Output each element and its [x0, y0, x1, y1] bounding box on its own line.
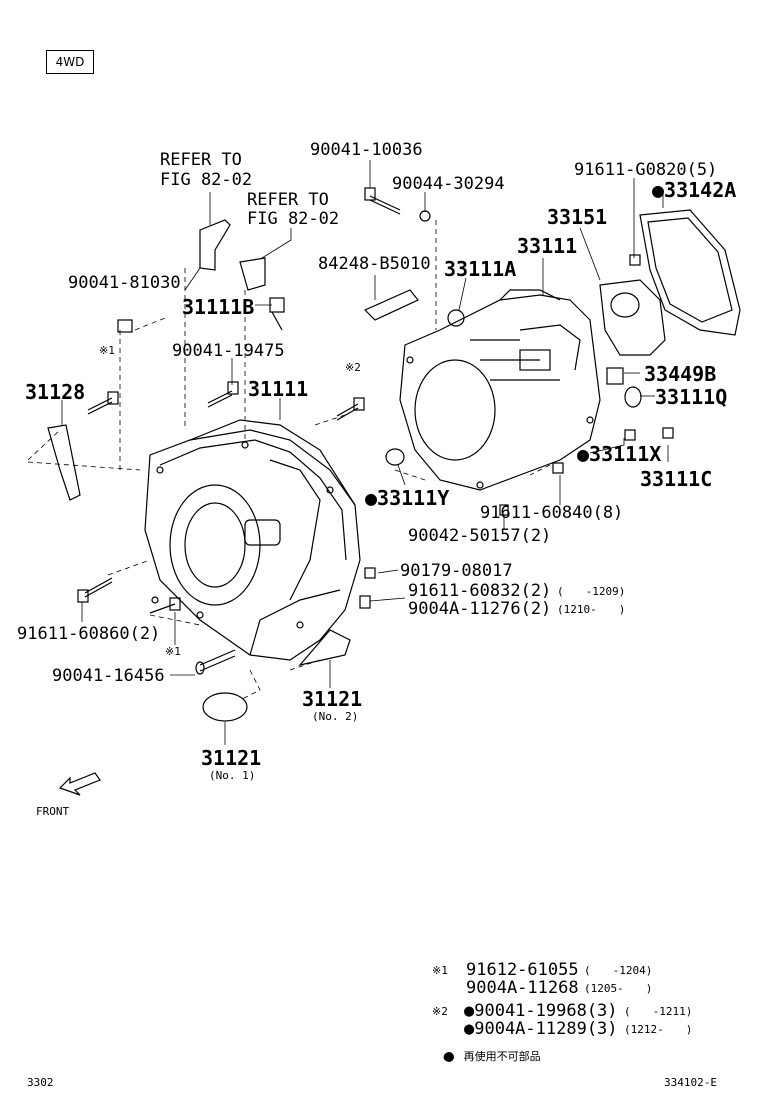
part-9004a-11276-range: (1210- ) [557, 603, 626, 616]
part-90041-19475[interactable]: 90041-19475 [172, 341, 285, 361]
gasket-33142a [639, 209, 741, 336]
part-90041-16456[interactable]: 90041-16456 [52, 666, 165, 686]
front-arrow-icon [58, 772, 101, 796]
part-31121-no1-sub: (No. 1) [209, 769, 256, 782]
note-mark-1b: ※1 [165, 645, 181, 658]
part-33111y[interactable]: ●33111Y [365, 486, 450, 510]
part-91611-60832[interactable]: 91611-60832(2) [408, 581, 552, 601]
figure-code: 334102-E [664, 1076, 717, 1089]
part-90041-10036[interactable]: 90041-10036 [310, 140, 423, 160]
legend-n2-part2[interactable]: ●9004A-11289(3) [464, 1019, 618, 1039]
note-mark-1: ※1 [99, 344, 115, 357]
legend-n2-range1: ( -1211) [624, 1005, 693, 1018]
bullet-icon [444, 1052, 454, 1062]
part-91611-60840[interactable]: 91611-60840(8) [480, 503, 624, 523]
legend-n2-range2: (1212- ) [624, 1023, 693, 1036]
bolts [77, 187, 674, 675]
part-90179-08017[interactable]: 90179-08017 [400, 561, 513, 581]
ref1-line2: FIG 82-02 [160, 170, 253, 190]
legend-bullet-note: ● 再使用不可部品 [443, 1050, 541, 1063]
variant-badge: 4WD [46, 50, 94, 74]
part-31128[interactable]: 31128 [25, 380, 86, 404]
legend-mark-2: ※2 [432, 1005, 448, 1018]
ref-bracket-2 [239, 257, 266, 291]
part-91611-60832-range: ( -1209) [557, 585, 626, 598]
ref2-line1: REFER TO [247, 190, 329, 210]
note-mark-2: ※2 [345, 361, 361, 374]
part-33111c[interactable]: 33111C [640, 467, 713, 491]
legend-mark-1: ※1 [432, 964, 448, 977]
front-label: FRONT [36, 805, 70, 818]
plate-33449b [606, 367, 624, 385]
part-90041-81030[interactable]: 90041-81030 [68, 273, 181, 293]
part-33142a[interactable]: ●33142A [652, 178, 737, 202]
part-33151[interactable]: 33151 [547, 205, 608, 229]
legend-n1-range2: (1205- ) [584, 982, 653, 995]
switch-84248-b5010 [363, 289, 419, 321]
seal-33111y [385, 448, 405, 466]
part-91611-60860[interactable]: 91611-60860(2) [17, 624, 161, 644]
part-90044-30294[interactable]: 90044-30294 [392, 174, 505, 194]
part-33111[interactable]: 33111 [517, 234, 578, 258]
part-31121-no2-sub: (No. 2) [312, 710, 359, 723]
page-code: 3302 [27, 1076, 54, 1089]
part-33111x[interactable]: ●33111X [577, 442, 662, 466]
plate-33151 [599, 279, 666, 356]
part-31111b[interactable]: 31111B [182, 295, 255, 319]
legend-n1-part1[interactable]: 91612-61055 [466, 960, 579, 980]
transmission-case-33111 [399, 289, 601, 491]
part-31121-no2[interactable]: 31121 [302, 687, 363, 711]
legend-n1-part2[interactable]: 9004A-11268 [466, 978, 579, 998]
ref1-line1: REFER TO [160, 150, 242, 170]
seal-33111q [624, 386, 642, 408]
bell-housing-31111 [144, 419, 361, 661]
part-90042-50157[interactable]: 90042-50157(2) [408, 526, 552, 546]
part-33111a[interactable]: 33111A [444, 257, 517, 281]
part-31111[interactable]: 31111 [248, 377, 309, 401]
legend-n1-range1: ( -1204) [584, 964, 653, 977]
part-91611-g0820[interactable]: 91611-G0820(5) [574, 160, 718, 180]
part-31121-no1[interactable]: 31121 [201, 746, 262, 770]
part-33111q[interactable]: 33111Q [655, 385, 728, 409]
boot-31121-no1 [202, 692, 248, 722]
seal-33111a [447, 309, 465, 327]
ref2-line2: FIG 82-02 [247, 209, 340, 229]
ref-bracket-1 [199, 219, 231, 271]
part-84248-b5010[interactable]: 84248-B5010 [318, 254, 431, 274]
part-33449b[interactable]: 33449B [644, 362, 717, 386]
cover-31121-no2 [298, 629, 351, 666]
legend-n2-part1[interactable]: ●90041-19968(3) [464, 1001, 618, 1021]
bracket-31128 [47, 424, 81, 501]
part-9004a-11276[interactable]: 9004A-11276(2) [408, 599, 552, 619]
